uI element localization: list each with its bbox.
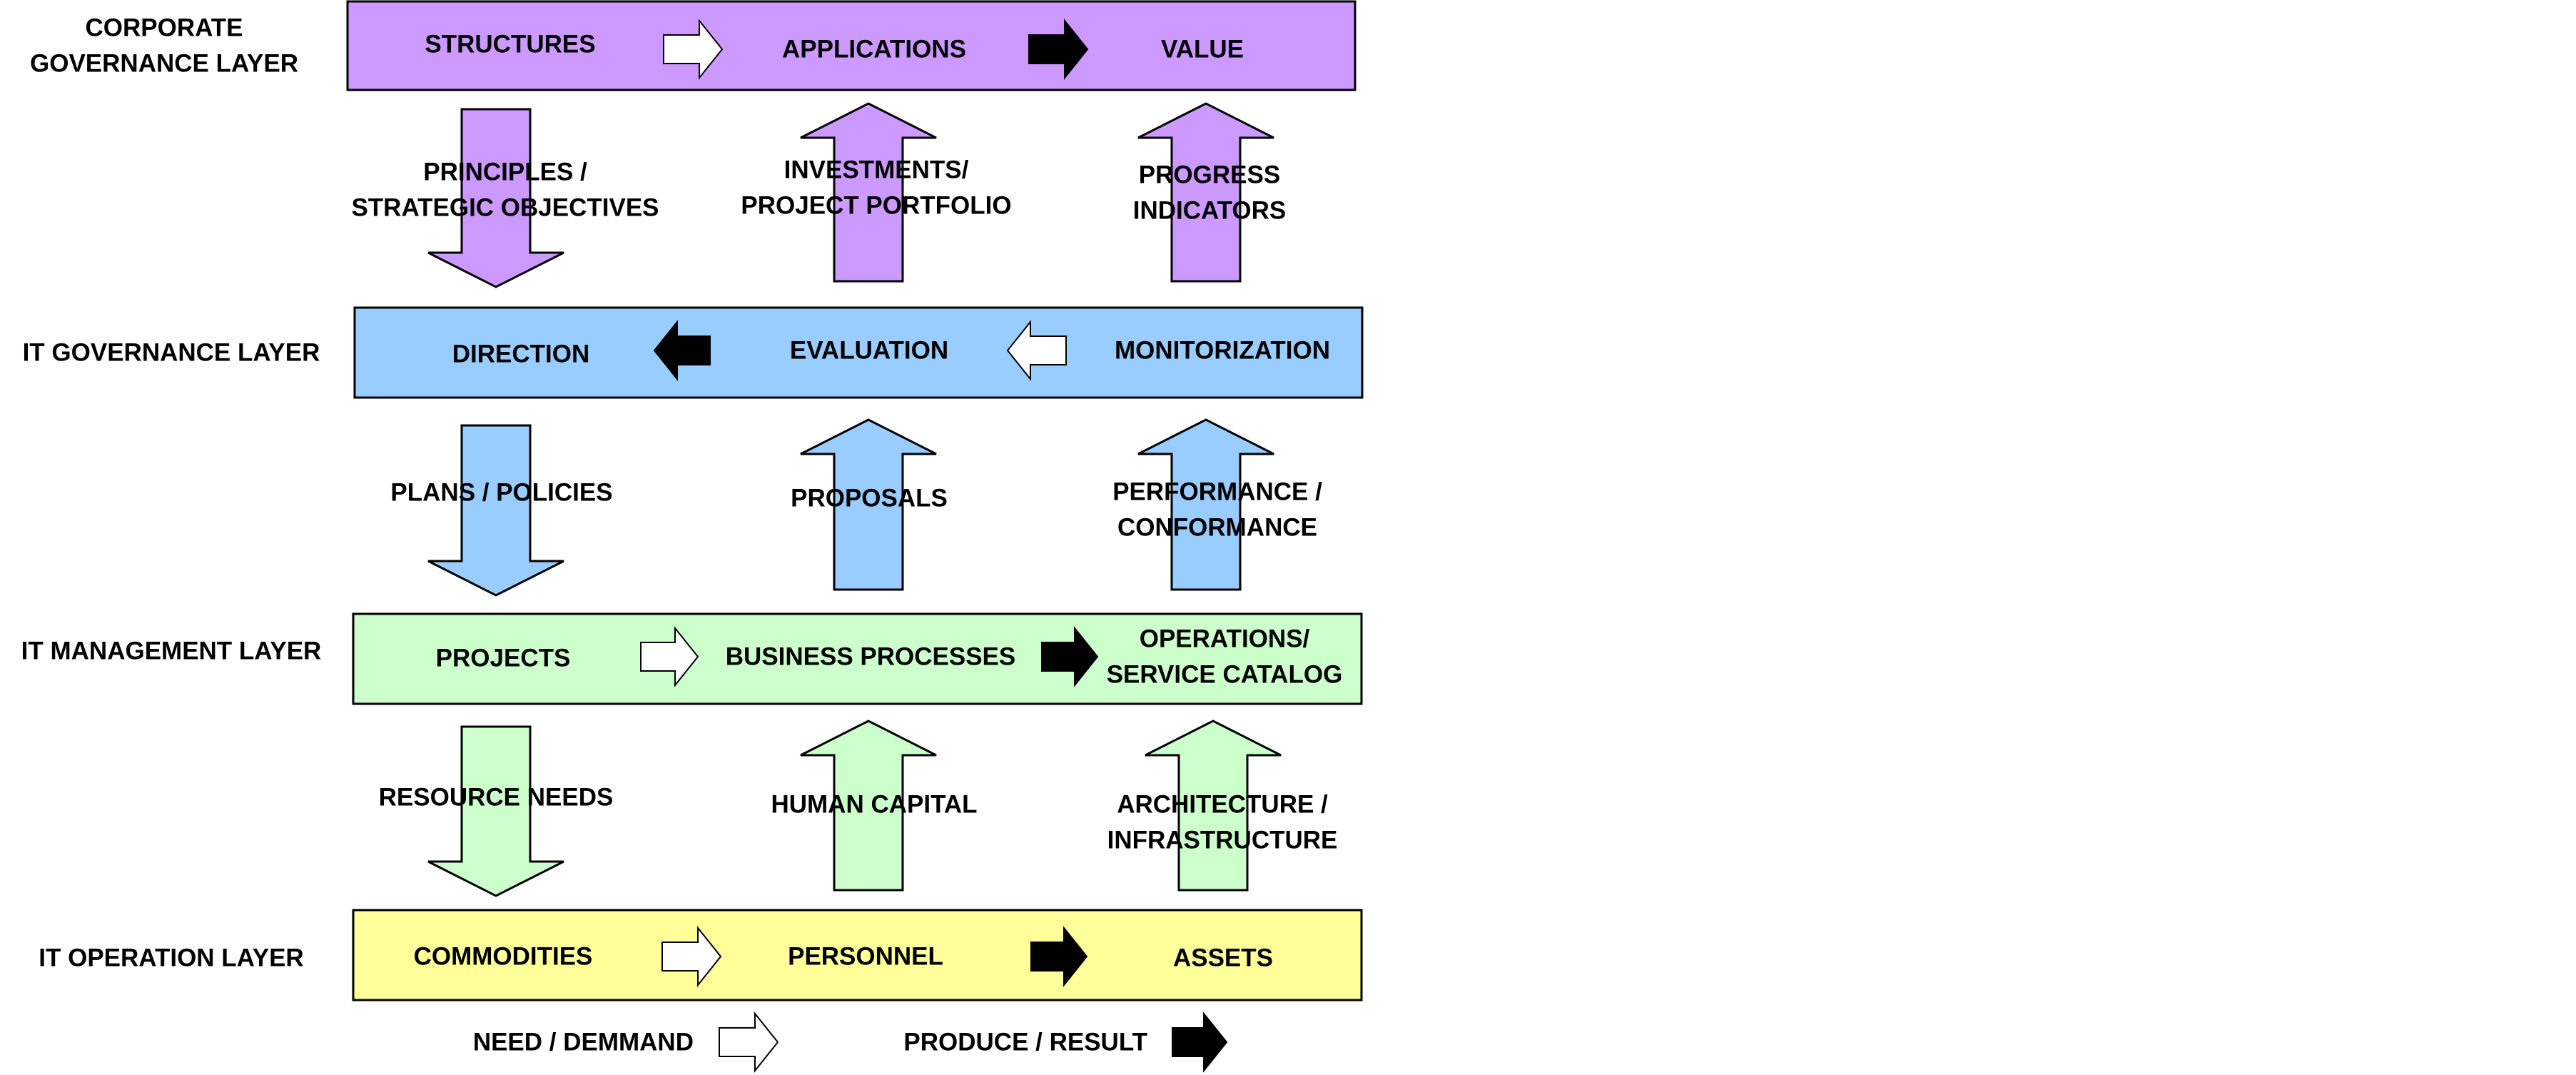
it-operation-layer-produce-result-arrow [1030,926,1088,987]
it-management-layer-caption-line: IT MANAGEMENT LAYER [21,637,322,665]
it-management-layer-item-2: BUSINESS PROCESSES [726,643,1016,671]
corporate-governance-layer-item-1-line: STRUCTURES [425,31,595,59]
flow-it-management-to-it-operation-down-label-line: RESOURCE NEEDS [379,784,614,812]
flow-it-management-to-it-operation-down-label: RESOURCE NEEDS [379,784,614,812]
it-operation-layer [352,909,1363,1001]
it-governance-layer-item-1-line: DIRECTION [452,340,590,368]
flow-corporate-to-it-governance-up-right-label-line: PROGRESS [1139,161,1280,189]
it-governance-layer-caption-line: IT GOVERNANCE LAYER [23,339,320,367]
flow-it-management-to-it-operation-up-right-arrow [1145,720,1282,892]
flow-it-governance-to-it-management-up-right-label-line: PERFORMANCE / [1112,478,1322,506]
corporate-governance-layer-caption-line: GOVERNANCE LAYER [30,50,298,78]
it-management-layer-item-3-line: SERVICE CATALOG [1107,661,1343,689]
corporate-governance-layer [346,0,1357,91]
flow-corporate-to-it-governance-down-label: PRINCIPLES / STRATEGIC OBJECTIVES [351,158,659,222]
flow-it-management-to-it-operation-up-right-label-line: ARCHITECTURE / [1117,791,1328,819]
it-management-layer-item-1-line: PROJECTS [436,645,571,672]
corporate-governance-layer-item-2-line: APPLICATIONS [782,36,966,64]
flow-it-governance-to-it-management-up-center-label: PROPOSALS [791,485,948,513]
flow-it-governance-to-it-management-up-center-label-line: PROPOSALS [791,485,948,513]
it-operation-layer-box [352,909,1363,1001]
it-governance-layer-item-3-line: MONITORIZATION [1115,337,1330,365]
flow-it-governance-to-it-management-down-label: PLANS / POLICIES [390,479,612,507]
flow-it-management-to-it-operation-up-center-label: HUMAN CAPITAL [771,791,977,819]
it-management-layer-produce-result-arrow [1041,626,1099,687]
legend-need-label: NEED / DEMMAND [473,1029,694,1056]
legend: NEED / DEMMAND PRODUCE / RESULT [473,1029,1147,1056]
flow-corporate-to-it-governance-up-center-label-line: PROJECT PORTFOLIO [741,192,1011,220]
it-operation-layer-item-2: PERSONNEL [788,943,943,971]
it-operation-layer-item-3: ASSETS [1173,944,1273,972]
legend-produce-label-line: PRODUCE / RESULT [903,1029,1147,1056]
flow-corporate-to-it-governance-up-right-label: PROGRESS INDICATORS [1133,161,1287,225]
flow-it-management-to-it-operation-up-center-arrow [800,720,937,892]
flow-corporate-to-it-governance-down-arrow [427,108,564,288]
flow-it-governance-to-it-management-up-right-label: PERFORMANCE / CONFORMANCE [1112,478,1322,542]
flow-it-governance-to-it-management-down-label-line: PLANS / POLICIES [390,479,612,507]
it-management-layer-need-demand-arrow [640,626,699,687]
it-management-layer-item-3: OPERATIONS/SERVICE CATALOG [1107,625,1343,689]
it-management-layer [352,612,1363,705]
it-governance-layer-item-3: MONITORIZATION [1115,337,1330,365]
corporate-governance-layer-item-2: APPLICATIONS [782,36,966,64]
flow-corporate-to-it-governance-up-right-label-line: INDICATORS [1133,197,1287,225]
flow-it-management-to-it-operation-up-right-label-line: INFRASTRUCTURE [1107,827,1338,854]
it-governance-layer-item-2-line: EVALUATION [790,337,948,365]
it-governance-layer-need-demand-arrow-left [1006,320,1067,381]
it-management-layer-box [352,612,1363,705]
flow-corporate-to-it-governance-up-center-label: INVESTMENTS/PROJECT PORTFOLIO [741,156,1011,220]
it-governance-layer-box [353,306,1364,399]
flow-it-management-to-it-operation-up-right-label: ARCHITECTURE / INFRASTRUCTURE [1107,791,1338,854]
corporate-governance-layer-caption: CORPORATE GOVERNANCE LAYER [30,14,298,78]
flow-corporate-to-it-governance-up-center-label-line: INVESTMENTS/ [784,156,969,184]
flow-it-management-to-it-operation-up-center-label-line: HUMAN CAPITAL [771,791,977,819]
flow-corporate-to-it-governance-down-label-line: PRINCIPLES / [423,158,587,186]
it-management-layer-item-1: PROJECTS [436,645,571,672]
flow-it-governance-to-it-management-up-right-label-line: CONFORMANCE [1117,514,1317,542]
it-governance-layer-caption: IT GOVERNANCE LAYER [23,339,320,367]
legend-need-arrow [719,1011,779,1073]
it-operation-layer-need-demand-arrow [661,926,722,987]
corporate-governance-layer-box [346,0,1357,91]
it-governance-layer-produce-result-arrow-left [653,320,711,381]
corporate-governance-layer-item-3-line: VALUE [1161,36,1244,64]
it-operation-layer-item-1: COMMODITIES [414,943,593,971]
flow-corporate-to-it-governance-up-center-arrow [800,102,937,283]
it-operation-layer-caption-line: IT OPERATION LAYER [39,944,303,972]
flow-corporate-to-it-governance-up-right-arrow [1137,102,1274,283]
corporate-governance-layer-need-demand-arrow [663,19,724,80]
it-operation-layer-item-3-line: ASSETS [1173,944,1273,972]
corporate-governance-layer-item-1: STRUCTURES [425,31,595,59]
corporate-governance-layer-produce-result-arrow [1028,19,1089,80]
legend-need-label-line: NEED / DEMMAND [473,1029,694,1056]
it-governance-layer-item-2: EVALUATION [790,337,948,365]
flow-it-governance-to-it-management-up-right-arrow [1137,418,1274,591]
flow-corporate-to-it-governance-down-label-line: STRATEGIC OBJECTIVES [351,194,659,222]
it-management-layer-caption: IT MANAGEMENT LAYER [21,637,322,665]
it-operation-layer-item-2-line: PERSONNEL [788,943,943,971]
corporate-governance-layer-caption-line: CORPORATE [85,14,243,42]
it-operation-layer-caption: IT OPERATION LAYER [39,944,303,972]
flow-it-governance-to-it-management-up-center-arrow [800,418,937,591]
legend-produce-arrow [1172,1011,1228,1073]
it-management-layer-item-2-line: BUSINESS PROCESSES [726,643,1016,671]
corporate-governance-layer-item-3: VALUE [1161,36,1244,64]
flow-it-management-to-it-operation-down-arrow [427,725,564,897]
flow-it-governance-to-it-management-down-arrow [427,424,564,597]
it-governance-layer-item-1: DIRECTION [452,340,590,368]
legend-produce-label: PRODUCE / RESULT [903,1029,1147,1056]
it-governance-layer [353,306,1364,399]
it-operation-layer-item-1-line: COMMODITIES [414,943,593,971]
it-management-layer-item-3-line: OPERATIONS/ [1140,625,1310,653]
